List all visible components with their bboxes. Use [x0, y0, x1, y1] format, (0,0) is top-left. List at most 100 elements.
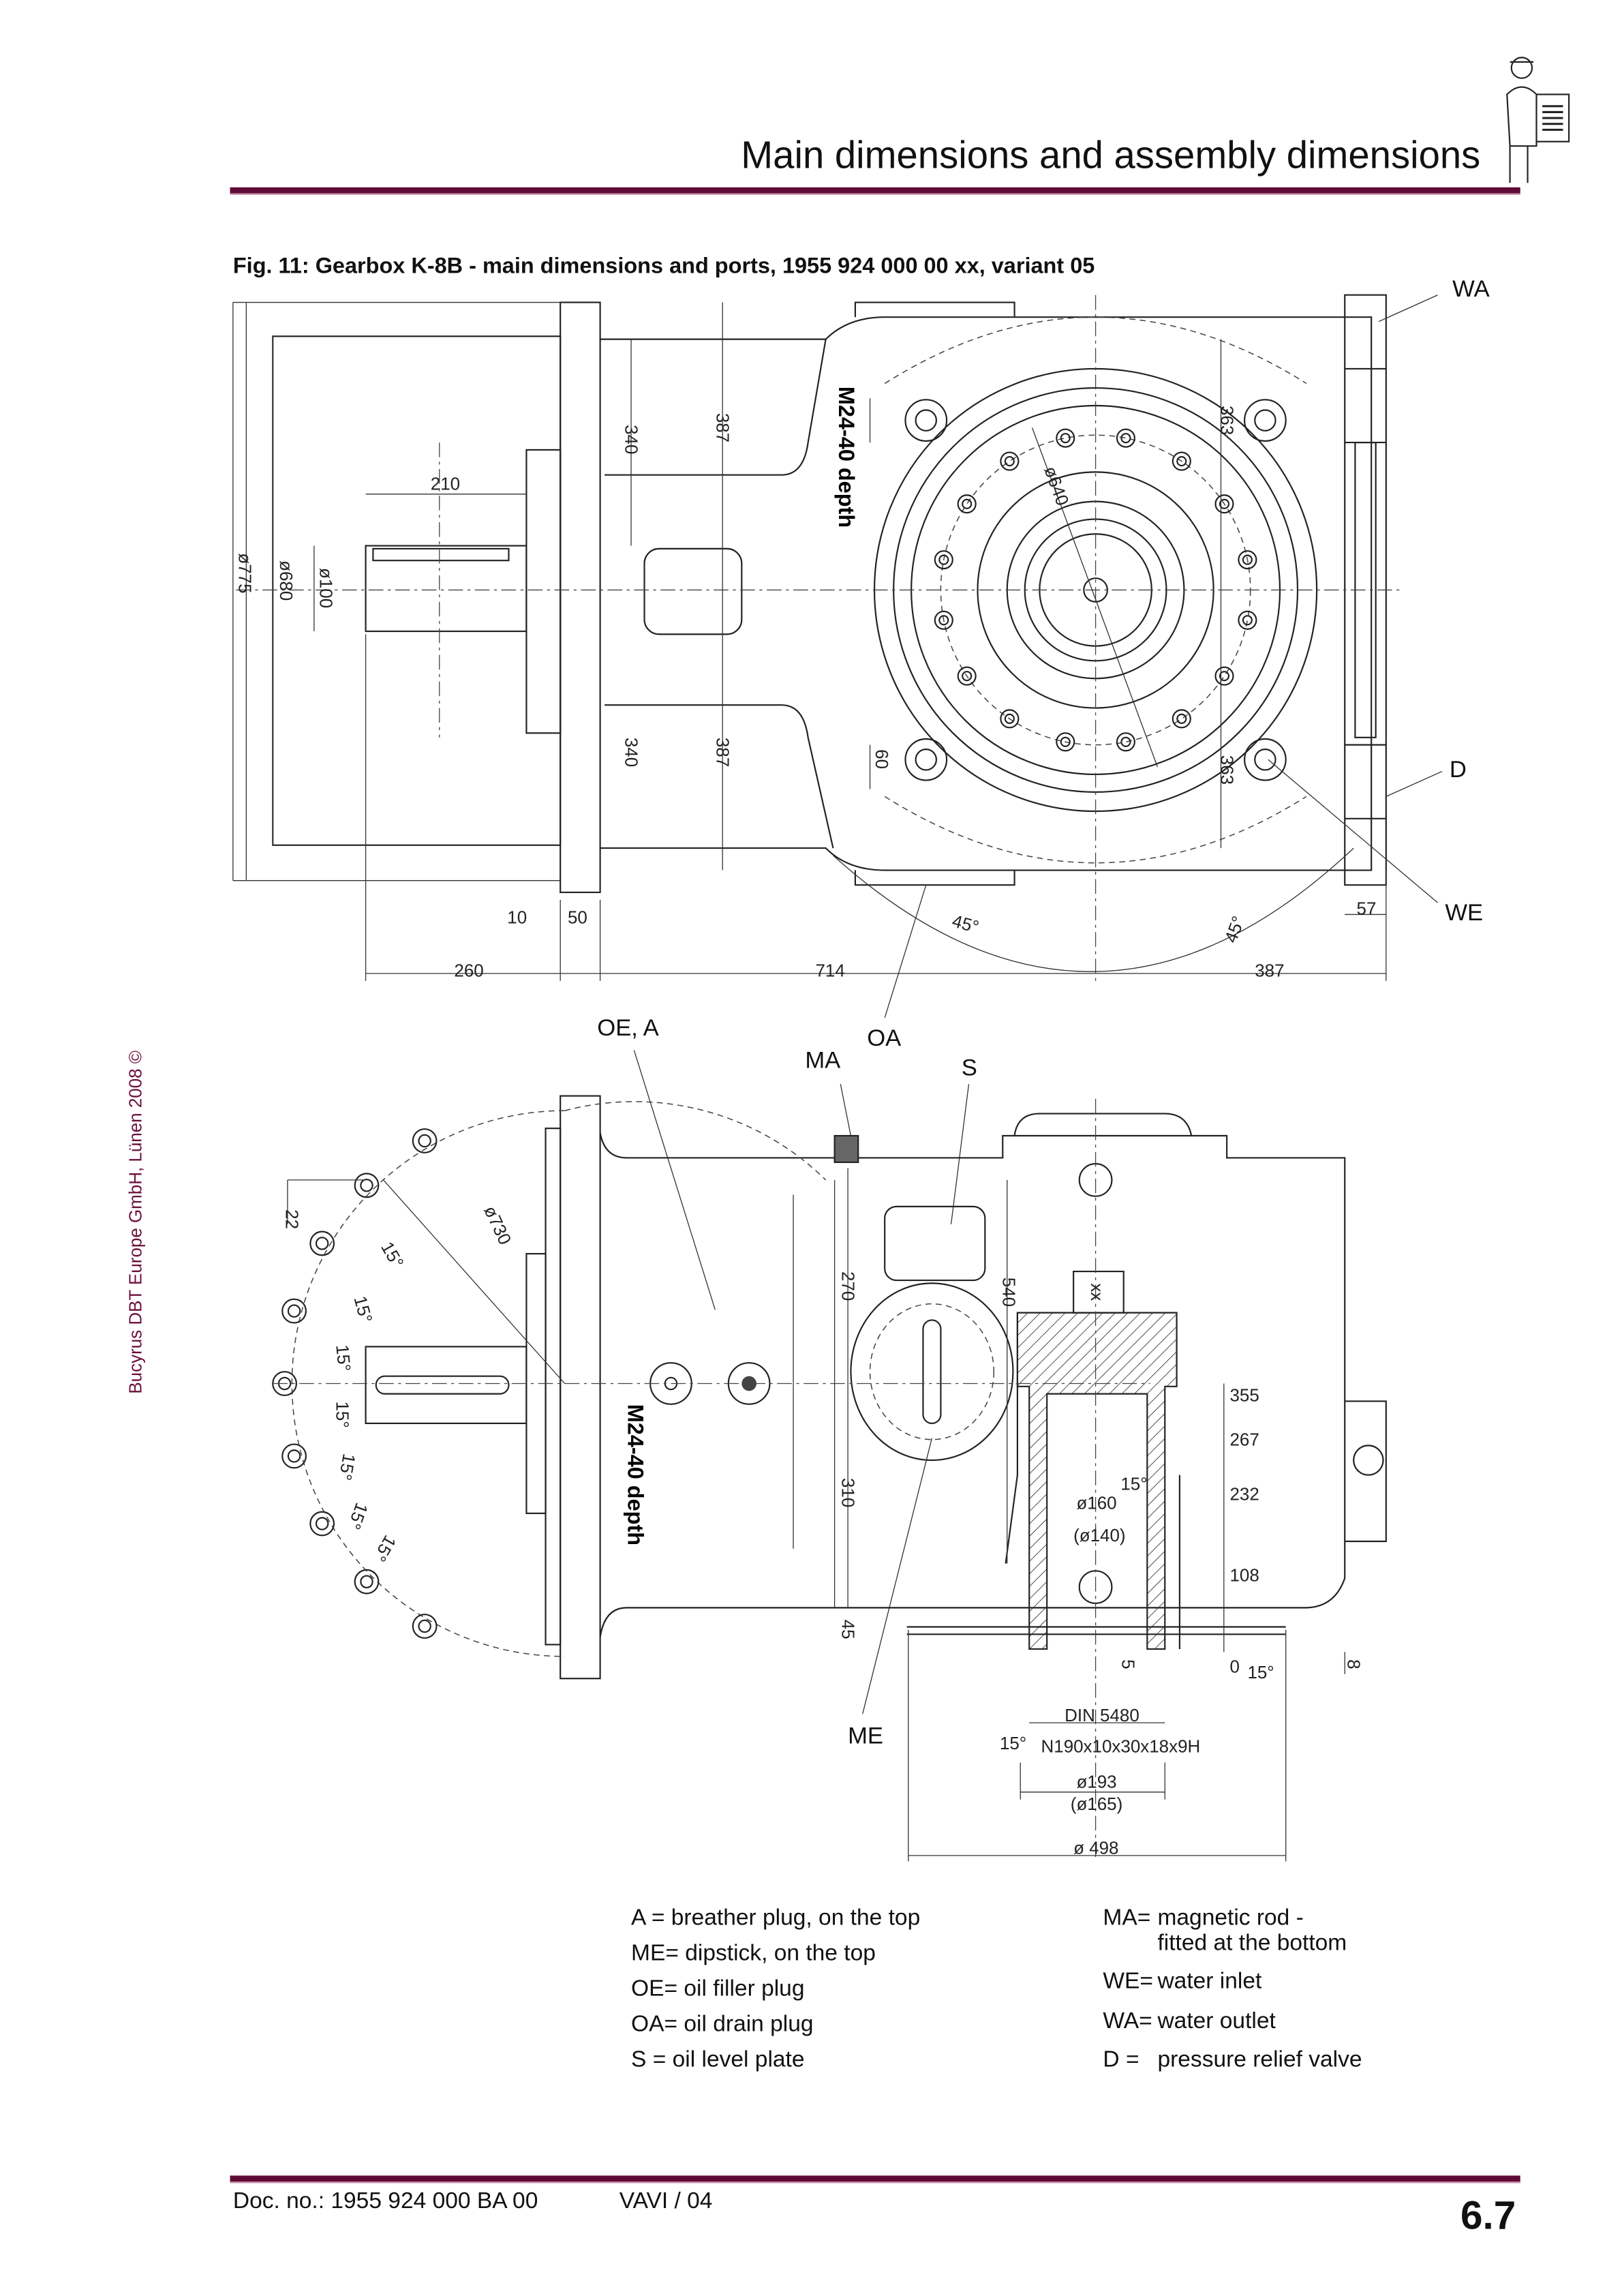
bolt-hole-icon [1238, 550, 1257, 570]
dim-label: 15° [350, 1294, 376, 1325]
dim-label: 15° [332, 1344, 354, 1372]
dim-label: 540 [998, 1278, 1019, 1307]
legend-item: OA= oil drain plug [631, 2012, 814, 2037]
dim-label: 15° [332, 1401, 352, 1428]
dim-label: 714 [815, 960, 844, 980]
copyright-note: Bucyrus DBT Europe GmbH, Lünen 2008 © [125, 1051, 147, 1394]
legend-item: OE= oil filler plug [631, 1976, 805, 2002]
bolt-hole-icon [309, 1230, 335, 1256]
bolt-hole-icon [1120, 736, 1131, 747]
callout-we: WE [1445, 901, 1484, 926]
bolt-hole-icon [957, 494, 977, 514]
thread-depth-label: M24-40 depth [624, 1404, 648, 1545]
dim-label: 57 [1357, 898, 1377, 918]
callout-oe-a: OE, A [597, 1016, 659, 1042]
bolt-hole-icon [1004, 713, 1015, 724]
dim-label: ø100 [316, 568, 337, 608]
bolt-hole-icon [1000, 709, 1020, 729]
dim-label: 5 [1118, 1659, 1139, 1669]
bolt-hole-icon [287, 1449, 301, 1463]
bolt-hole-icon [962, 498, 973, 509]
dim-label: 340 [621, 425, 641, 454]
dim-label: (ø140) [1073, 1525, 1125, 1545]
legend-item: A = breather plug, on the top [631, 1905, 921, 1931]
dim-label: 15° [344, 1500, 373, 1532]
dim-label: 363 [1216, 406, 1237, 435]
dim-label: 10 [507, 907, 527, 927]
thread-depth-label: M24-40 depth [834, 387, 859, 528]
bolt-hole-icon [287, 1304, 301, 1318]
bolt-hole-icon [1056, 428, 1075, 448]
dim-label: 387 [713, 413, 733, 442]
page-number: 6.7 [1460, 2193, 1516, 2238]
mounting-hole-icon [904, 738, 948, 781]
bolt-hole-icon [934, 550, 953, 570]
mounting-hole-icon [1254, 749, 1276, 771]
bolt-hole-icon [412, 1128, 438, 1153]
bolt-hole-icon [1004, 455, 1015, 467]
bolt-hole-icon [1214, 494, 1234, 514]
dim-label: 15° [335, 1452, 359, 1482]
callout-me: ME [848, 1724, 884, 1750]
bottom-view: 22 ø730 15° 15° 15° 15° 15° 15° 15° 270 … [272, 1095, 1387, 1862]
bolt-hole-icon [934, 610, 953, 630]
dim-label: 260 [454, 960, 483, 980]
mounting-hole-icon [1244, 738, 1287, 781]
legend-key: WE= [1103, 1969, 1154, 1995]
bolt-hole-icon [315, 1237, 329, 1250]
bolt-hole-icon [360, 1179, 373, 1192]
legend-item: water outlet [1157, 2008, 1276, 2034]
callout-ma: MA [805, 1048, 841, 1074]
bolt-hole-icon [281, 1443, 307, 1469]
dim-label: ø680 [276, 560, 296, 601]
legend-item: fitted at the bottom [1157, 1931, 1347, 1956]
bolt-hole-icon [962, 671, 973, 682]
dim-label: 8 [1344, 1659, 1364, 1669]
bolt-hole-icon [1176, 455, 1187, 467]
callout-d: D [1449, 758, 1467, 783]
dim-label: 270 [838, 1271, 858, 1301]
dim-label: 60 [872, 749, 892, 769]
dim-label: ø775 [235, 553, 256, 593]
dim-label: 15° [1000, 1733, 1026, 1753]
dim-label: 387 [1255, 960, 1284, 980]
bolt-hole-icon [1242, 554, 1253, 565]
bolt-hole-icon [1172, 451, 1191, 471]
bolt-hole-icon [938, 554, 949, 565]
dim-label: 22 [282, 1209, 303, 1229]
bolt-hole-icon [360, 1575, 373, 1588]
bolt-hole-icon [309, 1511, 335, 1537]
bolt-hole-icon [315, 1517, 329, 1530]
page-title: Main dimensions and assembly dimensions [741, 132, 1481, 177]
bolt-hole-icon [1120, 433, 1131, 444]
worker-with-clipboard-icon [1506, 57, 1570, 183]
header-rule [230, 187, 1520, 195]
bolt-hole-icon [1056, 732, 1075, 752]
dim-label: ø160 [1076, 1492, 1116, 1513]
legend-item: pressure relief valve [1157, 2047, 1362, 2072]
callout-wa: WA [1452, 277, 1490, 303]
dim-label: (ø165) [1071, 1794, 1122, 1814]
doc-version: VAVI / 04 [619, 2188, 713, 2214]
bolt-hole-icon [1116, 732, 1135, 752]
bolt-hole-icon [957, 666, 977, 686]
legend-item: magnetic rod - [1157, 1905, 1304, 1931]
dim-label: 45° [950, 911, 981, 937]
mounting-hole-icon [1254, 409, 1276, 432]
bolt-hole-icon [1060, 433, 1071, 444]
dim-label: 232 [1229, 1483, 1259, 1504]
bolt-hole-icon [938, 615, 949, 626]
figure-caption: Fig. 11: Gearbox K-8B - main dimensions … [232, 254, 1095, 279]
bolt-hole-icon [1238, 610, 1257, 630]
dim-label: 50 [568, 907, 587, 927]
bolt-hole-icon [1000, 451, 1020, 471]
dim-label: 108 [1229, 1565, 1259, 1585]
legend-key: MA= [1103, 1905, 1151, 1931]
bolt-hole-icon [354, 1173, 380, 1198]
dim-label: xx [1087, 1283, 1107, 1301]
bolt-hole-icon [354, 1569, 380, 1595]
bolt-hole-icon [1242, 615, 1253, 626]
doc-number: Doc. no.: 1955 924 000 BA 00 [232, 2188, 538, 2214]
